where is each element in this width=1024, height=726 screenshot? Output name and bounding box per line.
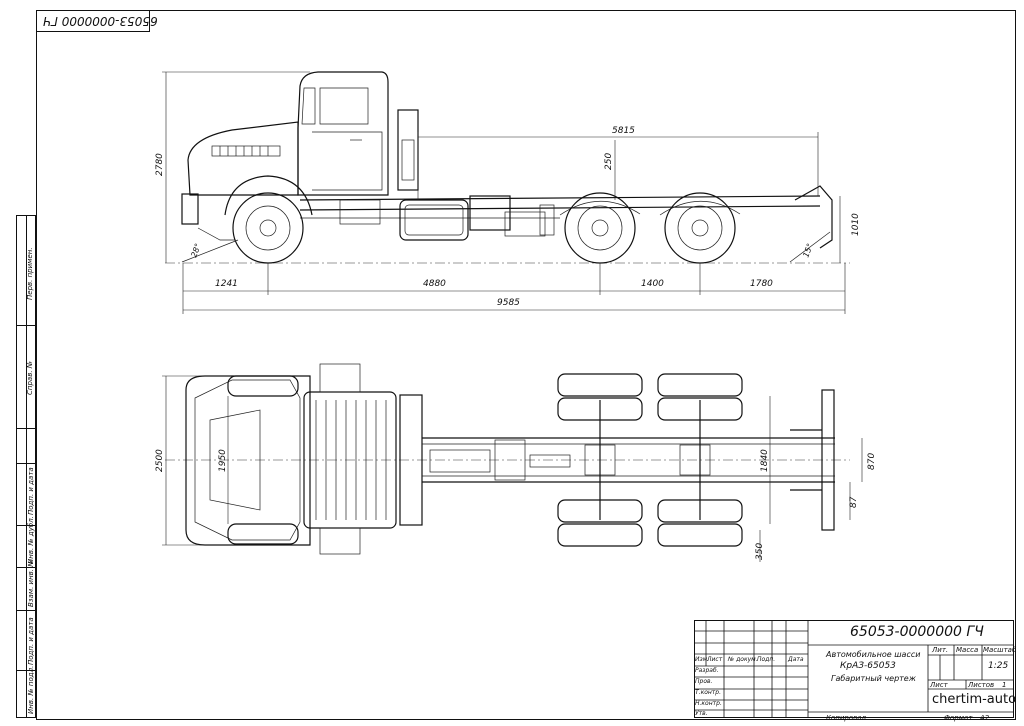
tb-role-tkontr: Т.контр. xyxy=(695,689,722,696)
dim-overall-width: 2500 xyxy=(155,449,165,472)
side-view: 2780 5815 250 1010 1241 4880 1400 1780 9… xyxy=(155,71,861,314)
corner-stamp-box: 65053-0000000 ГЧ xyxy=(36,10,158,32)
dim-height-total: 2780 xyxy=(155,153,165,176)
dim-frame-offset: 87 xyxy=(849,496,859,508)
dim-frame-width: 870 xyxy=(867,453,877,470)
top-view: 2500 1950 1840 870 87 350 xyxy=(155,363,877,562)
drawing-frame xyxy=(36,10,1016,720)
strip-divider xyxy=(16,670,36,671)
dim-rear-track: 1840 xyxy=(760,449,770,472)
dim-front-overhang: 1241 xyxy=(215,279,238,289)
strip-divider xyxy=(16,325,36,326)
left-strip-inner xyxy=(26,215,37,718)
tb-name-line2: КрАЗ-65053 xyxy=(840,661,896,671)
tb-company: chertim-auto xyxy=(932,692,1017,707)
dim-frame-height: 1010 xyxy=(851,213,861,236)
dim-approach-angle: 28° xyxy=(189,242,202,258)
tb-format-value: А2 xyxy=(980,714,990,722)
strip-divider xyxy=(16,567,36,568)
tb-scale-value: 1:25 xyxy=(988,661,1009,671)
tb-header-mass: Масса xyxy=(956,646,979,654)
dim-departure-angle: 15° xyxy=(801,242,814,258)
title-block xyxy=(694,620,1014,718)
tb-sheets-label: Листов xyxy=(968,681,995,689)
tb-designation: 65053-0000000 ГЧ xyxy=(850,624,984,640)
dim-front-track: 1950 xyxy=(218,449,228,472)
strip-divider xyxy=(16,463,36,464)
tb-format-label: Формат xyxy=(944,714,973,722)
tb-role-prov: Пров. xyxy=(695,678,713,685)
tb-sheet-label: Лист xyxy=(930,681,948,689)
tb-sheets-value: 1 xyxy=(1002,681,1007,689)
tb-role-nkontr: Н.контр. xyxy=(695,700,722,707)
tb-role-utv: Утв. xyxy=(695,710,708,717)
tb-row-izm: Изм. xyxy=(695,656,710,663)
dim-bogie-base: 1400 xyxy=(641,279,664,289)
tb-row-doc: № докум. xyxy=(728,656,758,663)
strip-divider xyxy=(16,428,36,429)
tb-copied: Копировал xyxy=(826,714,866,722)
tb-row-date: Дата xyxy=(788,656,804,663)
tb-row-sign: Подп. xyxy=(757,656,776,663)
rear-wheel-1 xyxy=(564,192,636,264)
tb-role-razrab: Разраб. xyxy=(695,667,719,674)
tb-row-list: Лист xyxy=(707,656,723,663)
rear-wheel-2 xyxy=(664,192,736,264)
dim-tire-radius: 250 xyxy=(604,153,614,170)
tb-name-line1: Автомобильное шасси xyxy=(826,650,921,659)
rear-wheel-group-1 xyxy=(557,373,643,547)
strip-divider xyxy=(16,525,36,526)
dim-wheelbase-rear: 5815 xyxy=(612,126,635,136)
tb-header-lit: Лит. xyxy=(932,646,949,654)
dim-wheel-offset: 350 xyxy=(755,543,765,560)
strip-divider xyxy=(16,610,36,611)
front-wheel xyxy=(232,192,304,264)
tb-name-line3: Габаритный чертеж xyxy=(831,674,916,683)
dim-wheelbase-main: 4880 xyxy=(423,279,446,289)
dim-overall-length: 9585 xyxy=(497,298,520,308)
dim-rear-overhang: 1780 xyxy=(750,279,773,289)
rear-wheel-group-2 xyxy=(657,373,743,547)
tb-header-scale: Масштаб xyxy=(983,646,1017,654)
